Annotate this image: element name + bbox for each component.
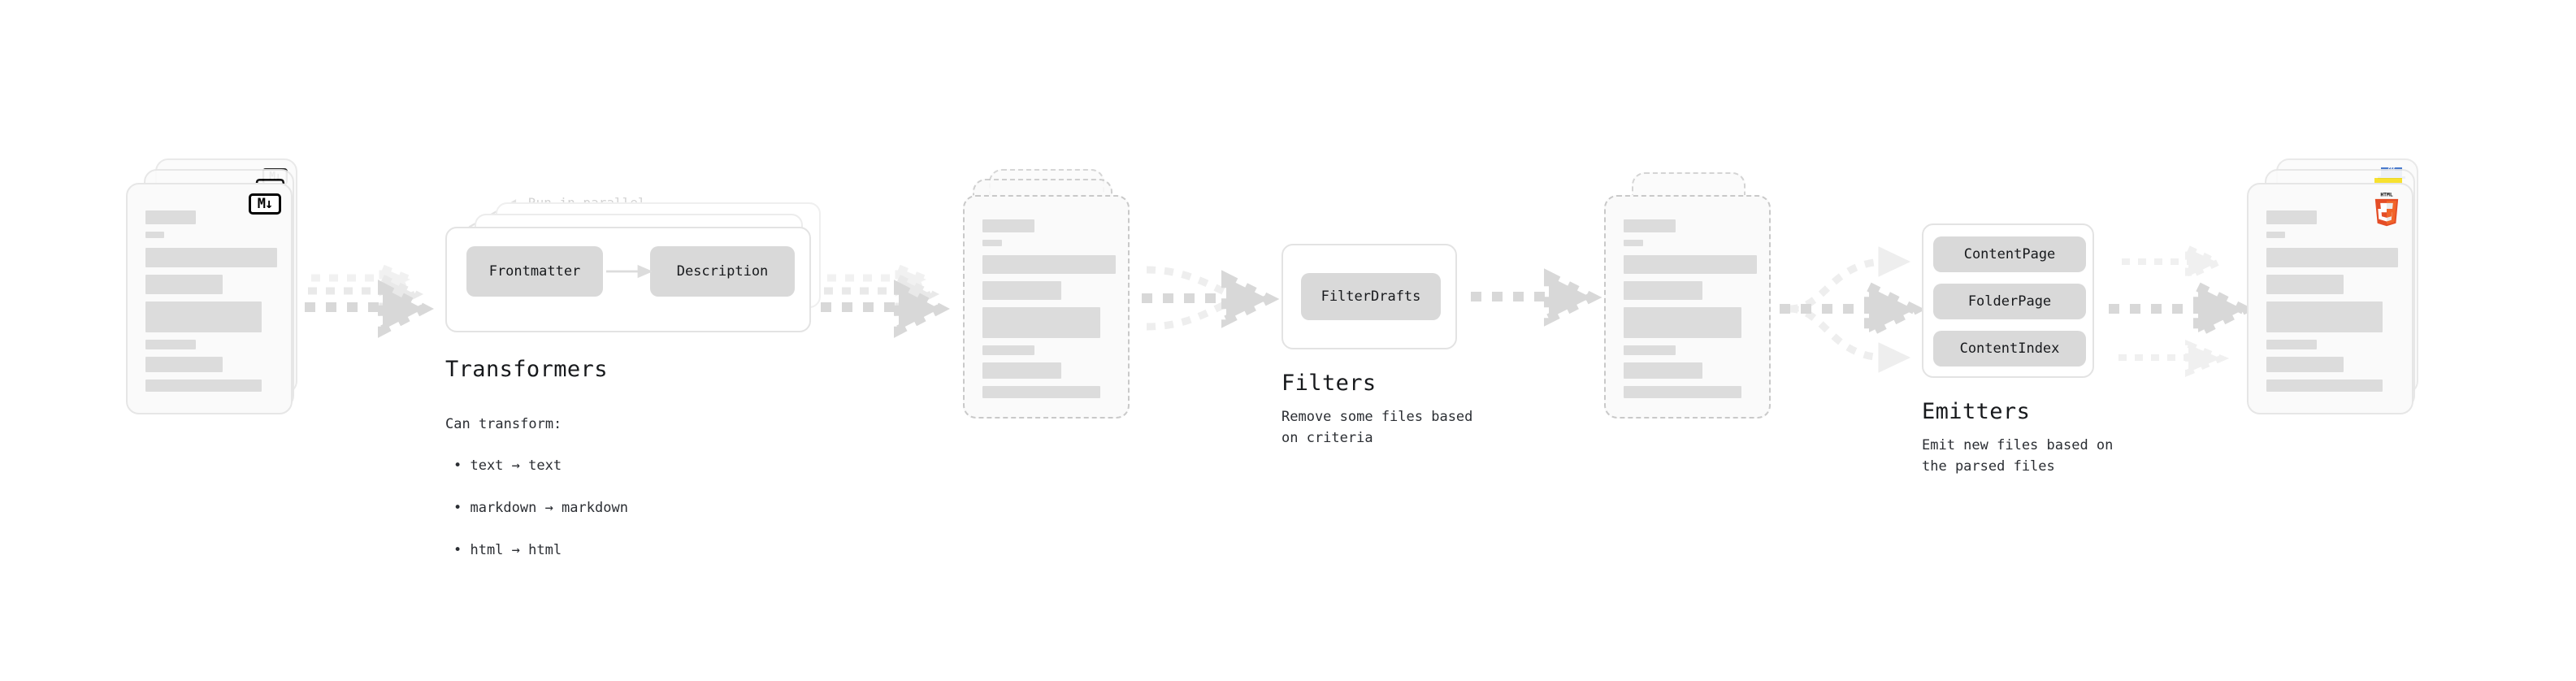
emitter-node-contentpage[interactable]: ContentPage — [1933, 236, 2086, 272]
transformers-desc-lead: Can transform: — [445, 415, 562, 432]
transformer-card-stack: Frontmatter Description — [445, 191, 827, 337]
stage-title-transformers: Transformers — [445, 357, 608, 382]
html5-icon: HTML — [2374, 191, 2399, 227]
filtered-file-stack — [1604, 163, 1779, 431]
transformers-bullet-0: • text → text — [453, 458, 562, 475]
connector-filtered-to-emitters — [1780, 246, 1926, 373]
connector-transformers-to-modified — [821, 262, 951, 338]
emitter-node-contentindex[interactable]: ContentIndex — [1933, 331, 2086, 367]
connector-markdown-to-transformers — [305, 262, 435, 338]
modified-file-stack — [963, 163, 1138, 431]
markdown-file-stack: M↓ M↓ M↓ — [126, 158, 301, 427]
transformer-group-front: Frontmatter Description — [445, 227, 811, 332]
svg-text:HTML: HTML — [2380, 191, 2393, 197]
transformers-description: Can transform: • text → text • markdown … — [445, 393, 827, 562]
stage-filters: FilterDrafts Filters Remove some files b… — [1281, 244, 1472, 449]
connector-modified-to-filters — [1142, 266, 1280, 331]
filter-node-filterdrafts[interactable]: FilterDrafts — [1301, 273, 1441, 320]
stage-transformers: Run in parallel — [445, 191, 827, 562]
stage-modified-files: Modified files HTML Syntax Tree + data f… — [963, 163, 1152, 681]
emitters-group: ContentPage FolderPage ContentIndex — [1922, 223, 2094, 378]
doc-skeleton-lines — [145, 210, 277, 399]
filters-group: FilterDrafts — [1281, 244, 1457, 349]
stage-generated-site: CSS HTML — [2247, 158, 2436, 681]
stage-title-filters: Filters — [1281, 371, 1377, 396]
doc-skeleton-lines — [982, 219, 1116, 406]
doc-card-front — [963, 195, 1130, 419]
connector-filters-to-filtered — [1471, 268, 1602, 327]
stage-filtered-files: Filtered files — [1604, 163, 1793, 681]
doc-skeleton-lines — [1624, 219, 1757, 406]
transformer-node-description[interactable]: Description — [650, 246, 795, 297]
connector-emitters-to-site — [2109, 243, 2255, 378]
stage-emitters: ContentPage FolderPage ContentIndex Emit… — [1922, 223, 2113, 478]
markdown-icon: M↓ — [249, 193, 281, 215]
transformer-node-frontmatter[interactable]: Frontmatter — [466, 246, 603, 297]
doc-skeleton-lines — [2266, 210, 2398, 399]
transformer-inner-arrow-front — [606, 264, 653, 279]
stage-title-emitters: Emitters — [1922, 399, 2031, 424]
generated-site-stack: CSS HTML — [2247, 158, 2422, 427]
doc-card-front — [1604, 195, 1771, 419]
transformers-bullet-2: • html → html — [453, 541, 562, 558]
transformers-bullet-1: • markdown → markdown — [453, 500, 628, 517]
doc-card-front: M↓ — [126, 183, 293, 414]
doc-card-front-html: HTML — [2247, 183, 2413, 414]
filters-description: Remove some files based on criteria — [1281, 409, 1473, 446]
stage-markdown-files: M↓ M↓ M↓ Markdown Files — [126, 158, 315, 681]
emitters-description: Emit new files based on the parsed files — [1922, 437, 2114, 475]
emitter-node-folderpage[interactable]: FolderPage — [1933, 284, 2086, 319]
